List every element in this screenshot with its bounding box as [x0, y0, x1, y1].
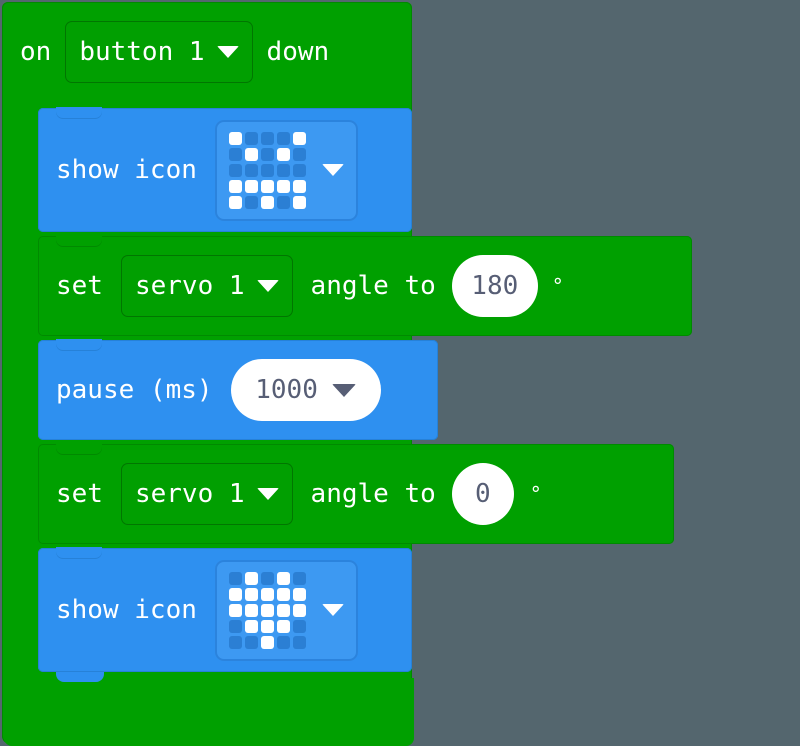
servo-dropdown-1[interactable]: servo 1: [120, 255, 293, 317]
set-servo-1-prefix-label: set: [56, 271, 103, 301]
led-3-1: [244, 179, 258, 193]
pause-duration-dropdown[interactable]: 1000: [230, 359, 381, 421]
led-2-3: [276, 603, 290, 617]
block-top-notch: [56, 107, 102, 118]
heart-icon: [228, 571, 306, 649]
led-1-0: [228, 587, 242, 601]
led-1-3: [276, 587, 290, 601]
block-pause-1[interactable]: pause (ms) 1000: [38, 339, 438, 440]
led-1-1: [244, 587, 258, 601]
degree-unit-label-1: °: [551, 274, 564, 298]
sad-face-icon: [228, 131, 306, 209]
servo-angle-input-2[interactable]: 0: [451, 463, 514, 525]
led-4-2: [260, 195, 274, 209]
led-3-1: [244, 619, 258, 633]
led-1-2: [260, 147, 274, 161]
led-4-3: [276, 195, 290, 209]
led-icon-dropdown-1[interactable]: [214, 119, 358, 221]
led-3-4: [292, 179, 306, 193]
led-2-3: [276, 163, 290, 177]
led-2-1: [244, 163, 258, 177]
led-4-4: [292, 635, 306, 649]
chevron-down-icon: [256, 280, 279, 292]
container-spine: [4, 102, 40, 690]
led-2-1: [244, 603, 258, 617]
servo-dropdown-2-value: servo 1: [134, 479, 245, 509]
led-1-4: [292, 147, 306, 161]
button-dropdown[interactable]: button 1: [65, 21, 253, 83]
block-top-notch: [56, 547, 102, 558]
led-2-4: [292, 603, 306, 617]
led-0-0: [228, 571, 242, 585]
led-4-2: [260, 635, 274, 649]
led-2-2: [260, 603, 274, 617]
led-3-3: [276, 179, 290, 193]
set-servo-2-middle-label: angle to: [310, 479, 436, 509]
hat-suffix-label: down: [266, 37, 330, 67]
led-3-2: [260, 619, 274, 633]
led-0-3: [276, 571, 290, 585]
chevron-down-icon: [256, 488, 279, 500]
led-0-1: [244, 571, 258, 585]
container-bottom: [4, 678, 414, 746]
block-set-servo-1[interactable]: set servo 1 angle to 180 °: [38, 235, 692, 336]
hat-row: on button 1 down: [20, 2, 329, 102]
block-top-notch: [56, 443, 102, 454]
led-2-0: [228, 163, 242, 177]
led-0-2: [260, 571, 274, 585]
led-1-1: [244, 147, 258, 161]
led-2-2: [260, 163, 274, 177]
pause-duration-value: 1000: [255, 375, 318, 405]
servo-angle-input-1[interactable]: 180: [451, 255, 538, 317]
led-3-0: [228, 179, 242, 193]
chevron-down-icon: [321, 604, 344, 616]
set-servo-1-middle-label: angle to: [310, 271, 436, 301]
led-4-0: [228, 635, 242, 649]
servo-dropdown-1-value: servo 1: [134, 271, 245, 301]
led-0-4: [292, 571, 306, 585]
degree-unit-label-2: °: [529, 482, 542, 506]
set-servo-2-prefix-label: set: [56, 479, 103, 509]
led-4-0: [228, 195, 242, 209]
led-icon-dropdown-2[interactable]: [214, 559, 358, 661]
led-3-3: [276, 619, 290, 633]
block-bottom-notch: [56, 672, 104, 682]
led-3-4: [292, 619, 306, 633]
hat-prefix-label: on: [20, 37, 52, 67]
chevron-down-icon: [321, 164, 344, 176]
led-0-3: [276, 131, 290, 145]
led-2-4: [292, 163, 306, 177]
block-top-notch: [56, 235, 102, 246]
servo-dropdown-2[interactable]: servo 1: [120, 463, 293, 525]
led-1-3: [276, 147, 290, 161]
pause-label: pause (ms): [56, 375, 213, 405]
led-0-1: [244, 131, 258, 145]
show-icon-1-label: show icon: [56, 155, 197, 185]
chevron-down-icon: [216, 46, 239, 58]
button-dropdown-value: button 1: [79, 37, 205, 67]
led-4-1: [244, 195, 258, 209]
led-4-4: [292, 195, 306, 209]
show-icon-2-label: show icon: [56, 595, 197, 625]
led-3-0: [228, 619, 242, 633]
led-0-0: [228, 131, 242, 145]
chevron-down-icon: [331, 383, 356, 397]
led-4-3: [276, 635, 290, 649]
block-top-notch: [56, 339, 102, 350]
led-4-1: [244, 635, 258, 649]
led-0-4: [292, 131, 306, 145]
led-3-2: [260, 179, 274, 193]
block-set-servo-2[interactable]: set servo 1 angle to 0 °: [38, 443, 674, 544]
led-1-4: [292, 587, 306, 601]
led-1-2: [260, 587, 274, 601]
led-2-0: [228, 603, 242, 617]
hat-header: on button 1 down: [2, 2, 412, 102]
led-0-2: [260, 131, 274, 145]
led-1-0: [228, 147, 242, 161]
block-show-icon-1[interactable]: show icon: [38, 107, 412, 232]
block-show-icon-2[interactable]: show icon: [38, 547, 412, 672]
